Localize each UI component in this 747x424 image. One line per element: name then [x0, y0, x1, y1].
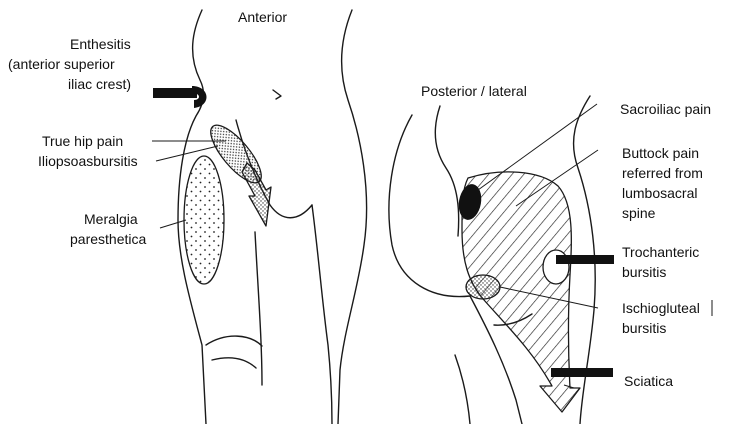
posterior-view-title: Posterior / lateral [421, 83, 527, 99]
enthesitis-marker-bar [153, 88, 197, 98]
meralgia-leader [160, 220, 186, 228]
anterior-leg-line-1 [312, 205, 332, 424]
trochanteric-marker-bar [556, 255, 614, 264]
enthesitis-label-line1: Enthesitis [70, 36, 131, 52]
meralgia-label-line1: Meralgia [84, 211, 138, 227]
meralgia-region [184, 156, 224, 284]
sciatica-label: Sciatica [624, 373, 673, 389]
anterior-leg-line-2 [255, 232, 262, 385]
posterior-back-curve [435, 106, 458, 236]
sacroiliac-pain-label: Sacroiliac pain [620, 101, 711, 117]
ischiogluteal-region [466, 275, 500, 299]
navel-mark [273, 90, 281, 99]
true-hip-pain-label: True hip pain [42, 133, 123, 149]
sciatica-marker-bar [551, 368, 613, 377]
buttock-pain-label-line3: lumbosacral [622, 185, 697, 201]
enthesitis-label-line3: iliac crest) [68, 76, 131, 92]
ischiogluteal-label-line1: Ischiogluteal [622, 300, 700, 316]
trochanteric-label-line1: Trochanteric [622, 244, 699, 260]
enthesitis-label-line2: (anterior superior [8, 56, 115, 72]
trochanteric-label-line2: bursitis [622, 264, 666, 280]
posterior-lower-leg-line [455, 355, 470, 424]
ischiogluteal-label-line2: bursitis [622, 320, 666, 336]
anterior-view-title: Anterior [238, 9, 287, 25]
anterior-knee-line [206, 336, 262, 368]
buttock-pain-label-line1: Buttock pain [622, 145, 699, 161]
buttock-pain-label-line4: spine [622, 205, 656, 221]
buttock-pain-label-line2: referred from [622, 165, 703, 181]
iliopsoas-bursitis-label: Iliopsoasbursitis [38, 153, 138, 169]
anterior-right-body-outline [338, 10, 367, 424]
iliopsoas-pain-arrow [242, 163, 271, 226]
meralgia-label-line2: paresthetica [70, 231, 146, 247]
